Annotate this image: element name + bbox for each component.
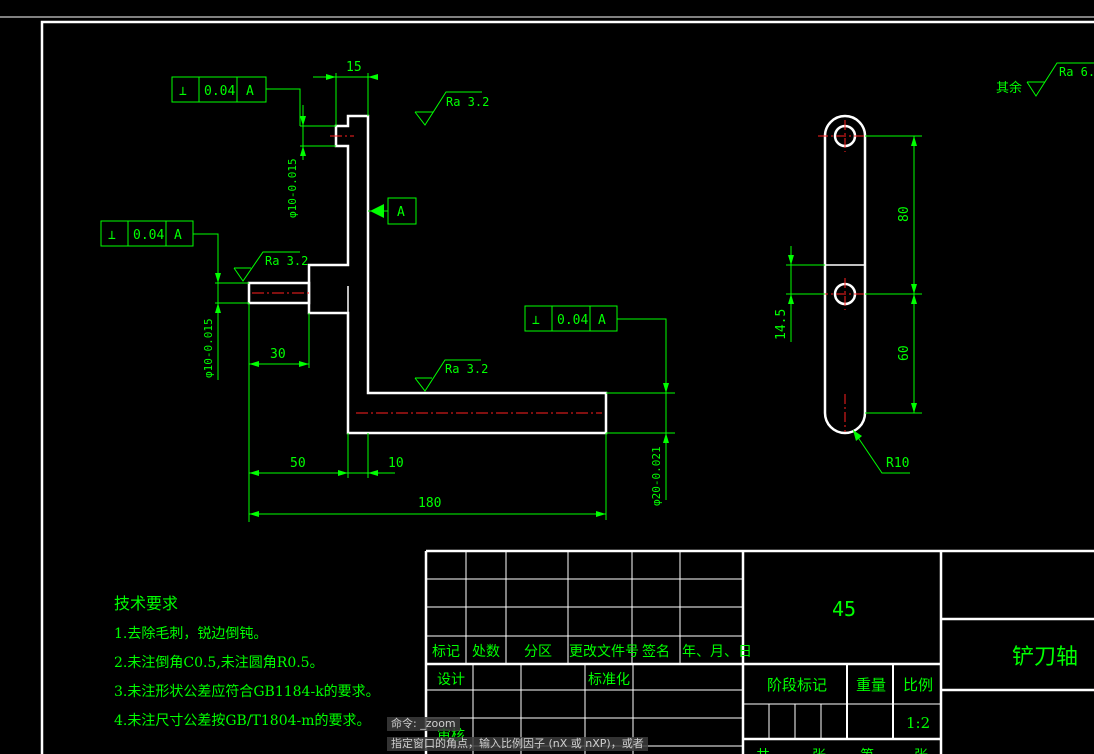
sheet-label: 张 [812, 748, 826, 754]
tol3-symbol: ⊥ [532, 313, 540, 328]
rev-header-docno: 更改文件号 [569, 644, 639, 660]
side-view-arrows [788, 136, 917, 441]
tolerance-frame-1 [171, 76, 267, 103]
side-view [823, 114, 867, 435]
dim-15: 15 [346, 60, 362, 75]
tech-req-item-1: 1.去除毛刺，锐边倒钝。 [114, 626, 267, 642]
weight-label: 重量 [856, 676, 886, 694]
rev-header-count: 处数 [472, 644, 500, 660]
side-view-dimensions [786, 135, 922, 474]
datum-a-label: A [397, 205, 405, 220]
tol3-datum: A [598, 313, 606, 328]
dim-180: 180 [418, 496, 441, 511]
tol1-symbol: ⊥ [179, 84, 187, 99]
roughness-label-3: Ra 3.2 [445, 362, 488, 376]
dim-50: 50 [290, 456, 306, 471]
scale-value: 1:2 [906, 714, 930, 732]
dim-phi10-left: φ10-0.015 [202, 318, 215, 378]
tol2-symbol: ⊥ [108, 228, 116, 243]
tol1-value: 0.04 [204, 84, 235, 99]
side-view-centerlines [818, 120, 872, 432]
page-label: 第 [860, 747, 874, 754]
roughness-label-1: Ra 3.2 [446, 95, 489, 109]
tech-req-item-2: 2.未注倒角C0.5,未注圆角R0.5。 [114, 655, 324, 671]
tech-req-item-3: 3.未注形状公差应符合GB1184-k的要求。 [114, 683, 380, 700]
stage-mark-label: 阶段标记 [767, 676, 827, 694]
dim-phi10-top: φ10-0.015 [286, 158, 299, 218]
tol1-datum: A [246, 84, 254, 99]
dim-10: 10 [388, 456, 404, 471]
rev-header-zone: 分区 [524, 644, 552, 660]
standardize-label: 标准化 [588, 672, 630, 688]
datum-a-box [387, 197, 417, 225]
roughness-other-value: Ra 6.3 [1059, 65, 1094, 79]
rev-header-mark: 标记 [432, 644, 460, 660]
tech-req-item-4: 4.未注尺寸公差按GB/T1804-m的要求。 [114, 713, 371, 729]
command-hint: 指定窗口的角点，输入比例因子 (nX 或 nXP)，或者 [387, 737, 648, 751]
tolerance-frame-2 [100, 220, 194, 247]
tolerance-frame-3 [524, 305, 618, 332]
dim-14-5: 14.5 [774, 309, 789, 340]
dim-60: 60 [897, 345, 912, 361]
tol3-value: 0.04 [557, 313, 588, 328]
ratio-label: 比例 [903, 676, 933, 694]
part-name: 铲刀轴 [1012, 645, 1078, 670]
total-label: 共 [756, 748, 770, 754]
rev-header-date: 年、月、日 [682, 644, 752, 660]
dim-phi20: φ20-0.021 [650, 446, 663, 506]
tol2-datum: A [174, 228, 182, 243]
dim-r10: R10 [886, 456, 909, 471]
dimension-lines [193, 62, 1094, 522]
front-view-centerlines [252, 135, 602, 414]
rev-header-sign: 签名 [642, 643, 670, 660]
roughness-other-label: 其余 [996, 80, 1022, 96]
sheet-border [0, 16, 1094, 754]
dim-80: 80 [897, 206, 912, 222]
sheet2-label: 张 [914, 748, 928, 754]
design-label: 设计 [437, 672, 465, 688]
dimension-arrows [215, 74, 669, 517]
tech-req-title: 技术要求 [114, 594, 178, 613]
front-view [247, 114, 608, 435]
command-prompt[interactable]: 命令: _zoom [387, 717, 460, 731]
material-value: 45 [832, 597, 856, 621]
dim-30: 30 [270, 347, 286, 362]
roughness-label-2: Ra 3.2 [265, 254, 308, 268]
tol2-value: 0.04 [133, 228, 164, 243]
